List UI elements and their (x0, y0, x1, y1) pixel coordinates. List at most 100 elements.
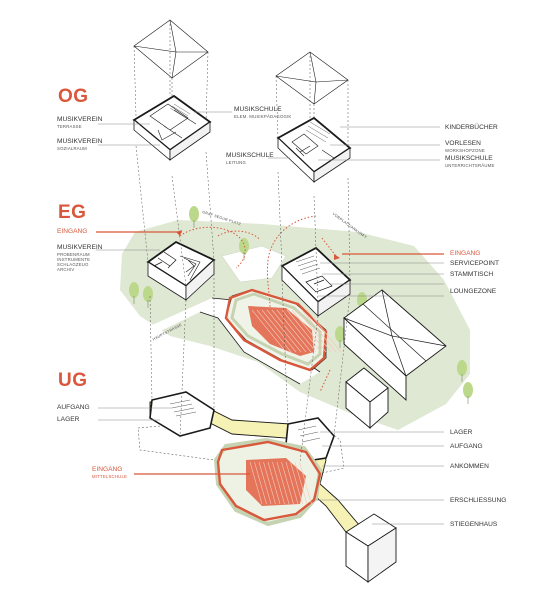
label-title: EINGANG (92, 466, 123, 473)
tree (239, 238, 249, 254)
ug-box-left-stair (169, 399, 197, 417)
label-item: SCHLAGZEUG (57, 261, 89, 267)
roof-right (275, 51, 349, 105)
seat-row (276, 461, 290, 505)
seat-row (286, 309, 322, 353)
label-eg-eingang-right: EINGANG (450, 250, 481, 257)
red-leader-lines (96, 231, 444, 475)
eg-hall-green-ring (230, 292, 322, 366)
seat-row (291, 309, 327, 353)
eg-box-left-stage (179, 255, 201, 281)
tree (335, 326, 345, 342)
seat-row (251, 309, 287, 353)
plaza (221, 245, 287, 283)
seat-row (281, 461, 294, 505)
label-ug-aufgang-left: AUFGANG (57, 404, 90, 411)
seat-row (285, 461, 299, 505)
label-musikverein-terrasse: MUSIKVEREIN TERRASSE (57, 116, 102, 129)
tree (189, 206, 199, 222)
ug-box-left (149, 391, 215, 437)
eg-level (129, 206, 473, 430)
stiegenhaus-cube-right (367, 527, 397, 583)
label-musikschule-leitung: MUSIKSCHULE LEITUNG (226, 152, 274, 165)
og-level (132, 19, 352, 463)
eg-hall-red-ring (224, 288, 328, 372)
label-title: MUSIKSCHULE (234, 106, 282, 113)
og-box-left-inner (149, 103, 197, 141)
og-box-left-side (169, 121, 211, 161)
road (150, 298, 320, 384)
label-item: INSTRUMENTE (57, 256, 91, 262)
label-sub: LEITUNG (226, 159, 247, 165)
seat-row (272, 461, 285, 505)
path-dotted-5 (319, 369, 331, 393)
label-item: PROBENRAUM (57, 251, 90, 257)
seat-row (261, 309, 297, 353)
path-dotted-1 (179, 226, 246, 269)
seat-row (296, 309, 332, 353)
level-ug: UG (58, 370, 88, 391)
label-sub: UNTERRICHTSRÄUME (445, 162, 495, 168)
eg-box-right-stair (295, 255, 321, 275)
seat-row (254, 461, 267, 505)
tree (143, 286, 153, 302)
label-ug-lager-right: LAGER (450, 429, 473, 436)
ug-box-right-stair (297, 425, 321, 443)
path-dotted-3 (266, 215, 317, 309)
path-dotted-2 (217, 230, 261, 241)
seat-row (299, 461, 312, 505)
og-box-right-inner (291, 133, 335, 159)
existing-building-ridge (343, 289, 447, 377)
label-servicepoint: SERVICEPOINT (450, 260, 499, 267)
ug-level (137, 391, 397, 583)
arrow-right (334, 254, 340, 260)
level-eg: EG (58, 202, 87, 223)
seat-row (258, 461, 272, 505)
small-house-side (369, 387, 389, 430)
og-box-left-top (132, 94, 212, 152)
eg-box-right-inner (305, 275, 333, 293)
existing-building-side (343, 316, 407, 402)
seat-row (290, 461, 303, 505)
seat-row (267, 461, 281, 505)
path-dotted-4 (321, 237, 337, 257)
label-vorlesen: VORLESEN WORKSHOPZONE (445, 140, 485, 153)
label-musikverein-sozialraum: MUSIKVEREIN SOZIALRAUM (57, 138, 102, 151)
label-ankommen: ANKOMMEN (450, 463, 489, 470)
seat-row (249, 461, 263, 505)
og-box-left-stair (169, 103, 191, 119)
label-title: MUSIKVEREIN (57, 138, 103, 145)
level-og: OG (58, 86, 89, 107)
label-stammtisch: STAMMTISCH (450, 271, 494, 278)
label-title: KINDERBÜCHER (445, 124, 498, 131)
tree (457, 360, 467, 376)
seat-row (256, 309, 292, 353)
label-sub: TERRASSE (57, 123, 82, 129)
label-sub: MITTELSCHULE (92, 473, 128, 479)
eg-hall-seating (248, 306, 314, 356)
label-stiegenhaus: STIEGENHAUS (450, 521, 498, 528)
seat-row (281, 309, 317, 353)
label-sub: ELEM. MUSIKPÄDAGOGIK (234, 113, 292, 119)
label-loungezone: LOUNGEZONE (450, 288, 497, 295)
label-title: MUSIKVEREIN (57, 244, 103, 251)
seat-row (271, 309, 307, 353)
seat-row (294, 461, 308, 505)
leader-lines (96, 111, 444, 525)
ug-seat-lines (249, 461, 312, 505)
label-title: VORLESEN (445, 140, 481, 147)
label-musikschule-elem: MUSIKSCHULE ELEM. MUSIKPÄDAGOGIK (234, 106, 291, 119)
tree (463, 382, 473, 398)
label-ug-eingang: EINGANG MITTELSCHULE (92, 466, 127, 479)
seat-row (276, 309, 312, 353)
label-kinderbuecher: KINDERBÜCHER (445, 124, 498, 132)
tree (129, 282, 139, 298)
label-title: MUSIKSCHULE (226, 152, 274, 159)
label-ug-aufgang-right: AUFGANG (450, 443, 483, 450)
seat-row (301, 309, 337, 353)
seat-row (306, 309, 342, 353)
og-box-right-side (313, 147, 351, 183)
seat-row (263, 461, 276, 505)
label-ug-lager-left: LAGER (57, 416, 80, 423)
